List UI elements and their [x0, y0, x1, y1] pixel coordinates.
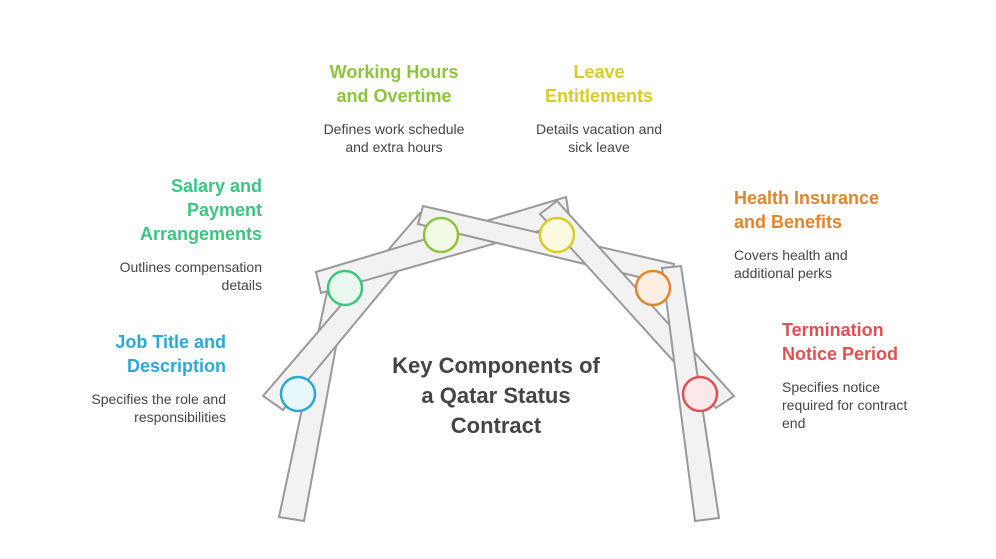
- component-termination: Termination Notice Period Specifies noti…: [782, 318, 907, 432]
- component-title: Leave Entitlements: [514, 60, 684, 108]
- component-description-line: Specifies notice: [782, 379, 881, 395]
- center-title-line-1: Key Components of: [392, 353, 600, 378]
- component-title: Working Hours and Overtime: [309, 60, 479, 108]
- component-title-line: Job Title and: [115, 332, 226, 352]
- component-description-line: end: [782, 415, 806, 431]
- component-working-hours: Working Hours and Overtime Defines work …: [309, 60, 479, 156]
- component-title-line: Health Insurance: [734, 188, 880, 208]
- component-title-line: Salary and: [170, 176, 262, 196]
- component-description-line: additional perks: [734, 265, 833, 281]
- component-title-line: Leave: [573, 62, 625, 82]
- component-description: Specifies notice required for contract e…: [782, 378, 907, 432]
- component-leave: Leave Entitlements Details vacation and …: [514, 60, 684, 156]
- component-title-line: Notice Period: [782, 344, 899, 364]
- component-salary: Salary and Payment Arrangements Outlines…: [120, 174, 262, 294]
- component-description-line: sick leave: [568, 139, 630, 155]
- component-description-line: Defines work schedule: [323, 121, 465, 137]
- component-description-line: responsibilities: [134, 409, 226, 425]
- component-description-line: and extra hours: [345, 139, 443, 155]
- component-description: Details vacation and sick leave: [514, 120, 684, 156]
- center-title-line-2: a Qatar Status: [421, 383, 571, 408]
- leave-node: [538, 216, 576, 254]
- component-title-line: Description: [126, 356, 226, 376]
- job-title-node: [279, 375, 317, 413]
- component-health: Health Insurance and Benefits Covers hea…: [734, 186, 879, 282]
- component-title: Termination Notice Period: [782, 318, 907, 366]
- component-description-line: Covers health and: [734, 247, 848, 263]
- component-title-line: Working Hours: [329, 62, 459, 82]
- component-title-line: Arrangements: [139, 224, 262, 244]
- component-title-line: Termination: [782, 320, 884, 340]
- component-title-line: Payment: [186, 200, 262, 220]
- component-title-line: and Benefits: [734, 212, 843, 232]
- component-description: Covers health and additional perks: [734, 246, 879, 282]
- working-hours-node: [422, 216, 460, 254]
- component-description-line: details: [221, 277, 262, 293]
- component-description-line: Specifies the role and: [91, 391, 226, 407]
- center-title-line-3: Contract: [450, 413, 542, 438]
- component-title: Salary and Payment Arrangements: [120, 174, 262, 246]
- component-description: Specifies the role and responsibilities: [91, 390, 226, 426]
- salary-node: [326, 269, 364, 307]
- component-description: Outlines compensation details: [120, 258, 262, 294]
- termination-node: [681, 375, 719, 413]
- component-description-line: required for contract: [782, 397, 908, 413]
- component-job-title: Job Title and Description Specifies the …: [91, 330, 226, 426]
- component-description-line: Outlines compensation: [119, 259, 262, 275]
- component-description: Defines work schedule and extra hours: [309, 120, 479, 156]
- component-title: Job Title and Description: [91, 330, 226, 378]
- component-description-line: Details vacation and: [535, 121, 663, 137]
- component-title: Health Insurance and Benefits: [734, 186, 879, 234]
- diagram-center-title: Key Components of a Qatar Status Contrac…: [366, 351, 626, 441]
- component-title-line: and Overtime: [336, 86, 452, 106]
- health-node: [634, 269, 672, 307]
- component-title-line: Entitlements: [544, 86, 654, 106]
